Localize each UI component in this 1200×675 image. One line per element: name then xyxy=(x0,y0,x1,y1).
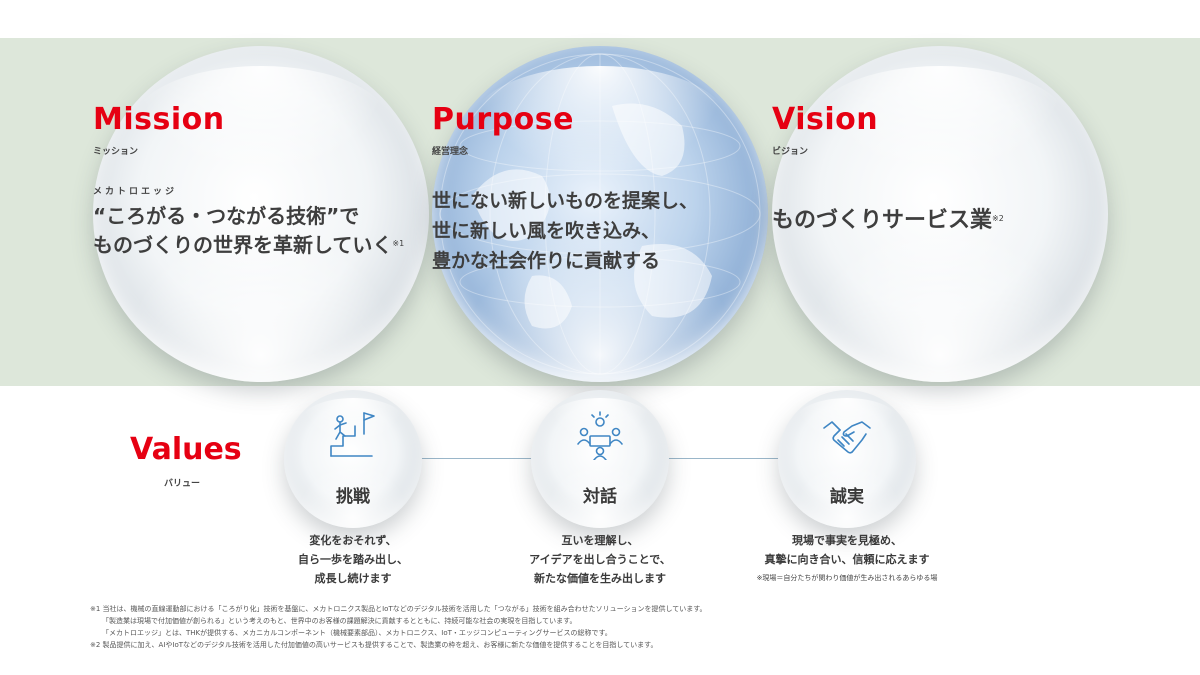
purpose-line-2: 世に新しい風を吹き込み、 xyxy=(432,220,661,242)
footnote-1-line-1: ※1 当社は、機械の直線運動部における「ころがり化」技術を基盤に、メカトロニクス… xyxy=(90,605,707,613)
footnote-1-line-2: 「製造業は現場で付加価値が創られる」という考えのもと、世界中のお客様の課題解決に… xyxy=(102,617,577,625)
purpose-line-3: 豊かな社会作りに貢献する xyxy=(432,250,661,272)
vision-heading-ja: ビジョン xyxy=(772,147,809,157)
mission-heading-ja: ミッション xyxy=(93,147,139,157)
desc-line: 自ら一歩を踏み出し、 xyxy=(298,553,408,566)
mission-sphere: Mission ミッション メカトロエッジ “ころがる・つながる技術”で ものづ… xyxy=(93,46,429,382)
vision-sphere: Vision ビジョン ものづくりサービス業※2 xyxy=(772,46,1108,382)
desc-line: 変化をおそれず、 xyxy=(309,534,397,547)
climbing-stairs-flag-icon xyxy=(330,412,375,457)
vision-note-mark: ※2 xyxy=(992,214,1004,223)
value-label-dialogue: 対話 xyxy=(583,487,617,507)
footnote-2: ※2 製品提供に加え、AIやIoTなどのデジタル技術を活用した付加価値の高いサー… xyxy=(90,641,658,649)
purpose-statement: 世にない新しいものを提案し、 世に新しい風を吹き込み、 豊かな社会作りに貢献する xyxy=(432,186,768,276)
team-discussion-icon xyxy=(577,411,623,460)
vision-heading: Vision xyxy=(772,102,879,137)
value-sphere-integrity: 誠実 xyxy=(778,390,916,528)
vision-line-1: ものづくりサービス業 xyxy=(772,208,993,233)
footnotes: ※1 当社は、機械の直線運動部における「ころがり化」技術を基盤に、メカトロニクス… xyxy=(90,603,1150,651)
value-note-integrity: ※現場＝自分たちが関わり価値が生み出されるあらゆる場 xyxy=(756,574,938,582)
desc-line: アイデアを出し合うことで、 xyxy=(529,553,671,566)
mission-statement: “ころがる・つながる技術”で ものづくりの世界を革新していく※1 xyxy=(93,202,429,260)
desc-line: 互いを理解し、 xyxy=(561,534,639,547)
desc-line: 新たな価値を生み出します xyxy=(534,572,666,585)
connector-line xyxy=(420,458,534,459)
vision-statement: ものづくりサービス業※2 xyxy=(772,206,1108,236)
purpose-heading-ja: 経営理念 xyxy=(432,147,469,157)
value-sphere-challenge: 挑戦 xyxy=(284,390,422,528)
value-sphere-dialogue: 対話 xyxy=(531,390,669,528)
mission-ruby: メカトロエッジ xyxy=(93,187,178,197)
values-heading-ja: バリュー xyxy=(164,479,201,489)
value-label-challenge: 挑戦 xyxy=(336,487,370,507)
purpose-heading: Purpose xyxy=(432,102,574,137)
footnote-1-line-3: 「メカトロエッジ」とは、THKが提供する、メカニカルコンポーネント（機械要素部品… xyxy=(102,629,612,637)
mission-line-2: ものづくりの世界を革新していく xyxy=(93,233,393,257)
value-label-integrity: 誠実 xyxy=(830,487,864,507)
purpose-sphere: Purpose 経営理念 世にない新しいものを提案し、 世に新しい風を吹き込み、… xyxy=(432,46,768,382)
mission-line-2-wrap: ものづくりの世界を革新していく※1 xyxy=(93,231,429,260)
mission-note-mark: ※1 xyxy=(392,239,405,248)
connector-line xyxy=(667,458,781,459)
mission-heading: Mission xyxy=(93,102,225,137)
value-description-dialogue: 互いを理解し、 アイデアを出し合うことで、 新たな価値を生み出します xyxy=(480,531,720,588)
value-description-integrity: 現場で事実を見極め、 真摯に向き合い、信頼に応えます xyxy=(727,531,967,569)
mission-line-1: “ころがる・つながる技術”で xyxy=(93,204,360,228)
handshake-icon xyxy=(823,421,871,454)
values-heading: Values xyxy=(130,432,242,467)
desc-line: 成長し続けます xyxy=(314,572,392,585)
desc-line: 現場で事実を見極め、 xyxy=(792,534,902,547)
value-description-challenge: 変化をおそれず、 自ら一歩を踏み出し、 成長し続けます xyxy=(233,531,473,588)
purpose-line-1: 世にない新しいものを提案し、 xyxy=(432,190,699,212)
globe-icon xyxy=(439,53,761,375)
desc-line: 真摯に向き合い、信頼に応えます xyxy=(764,553,930,566)
